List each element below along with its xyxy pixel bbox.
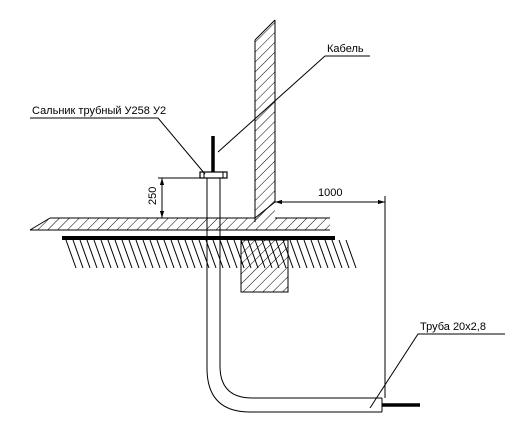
ground-hatch-stroke <box>177 239 189 269</box>
ground-hatch-stroke <box>331 239 343 269</box>
dimension-height: 250 <box>147 177 203 218</box>
ground-hatch-stroke <box>184 239 196 269</box>
ground-hatch-stroke <box>100 239 112 269</box>
pipe <box>206 178 420 413</box>
ground-hatch-stroke <box>226 239 238 269</box>
ground-hatch-stroke <box>310 239 322 269</box>
ground-hatch-stroke <box>191 239 203 269</box>
pipe-label: Труба 20х2,8 <box>420 321 486 333</box>
ground-hatch-stroke <box>205 239 217 269</box>
ground-hatch-stroke <box>149 239 161 269</box>
ground-hatch-stroke <box>289 239 301 269</box>
ground-hatch-stroke <box>114 239 126 269</box>
ground-hatch-stroke <box>142 239 154 269</box>
ground-hatch-stroke <box>212 239 224 269</box>
wall <box>254 19 276 222</box>
ground-hatch-stroke <box>121 239 133 269</box>
ground-hatch-stroke <box>135 239 147 269</box>
ground-hatch-stroke <box>317 239 329 269</box>
cable-label: Кабель <box>327 43 364 55</box>
ground-hatch-stroke <box>107 239 119 269</box>
gland-leader: Сальник трубный У258 У2 <box>30 105 206 175</box>
ground-hatch-stroke <box>79 239 91 269</box>
foundation-block <box>240 239 289 293</box>
pipe-leader: Труба 20х2,8 <box>369 321 505 409</box>
ground <box>62 236 357 269</box>
ground-hatch-stroke <box>303 239 315 269</box>
ground-hatch-stroke <box>128 239 140 269</box>
ground-hatch-stroke <box>156 239 168 269</box>
ground-hatch-stroke <box>219 239 231 269</box>
ground-hatch-stroke <box>338 239 350 269</box>
ground-hatch-stroke <box>72 239 84 269</box>
floor-slab <box>29 201 330 231</box>
ground-hatch-stroke <box>93 239 105 269</box>
ground-hatch-stroke <box>170 239 182 269</box>
ground-hatch-stroke <box>65 239 77 269</box>
dimension-height-value: 250 <box>147 187 159 205</box>
ground-hatch-stroke <box>86 239 98 269</box>
ground-hatch-stroke <box>163 239 175 269</box>
cable-leader: Кабель <box>217 43 370 153</box>
ground-hatch-stroke <box>296 239 308 269</box>
ground-hatch-stroke <box>324 239 336 269</box>
dimension-distance-value: 1000 <box>318 187 342 199</box>
gland-label: Сальник трубный У258 У2 <box>32 105 166 117</box>
dimension-distance: 1000 <box>275 187 386 398</box>
ground-hatch-stroke <box>345 239 357 269</box>
